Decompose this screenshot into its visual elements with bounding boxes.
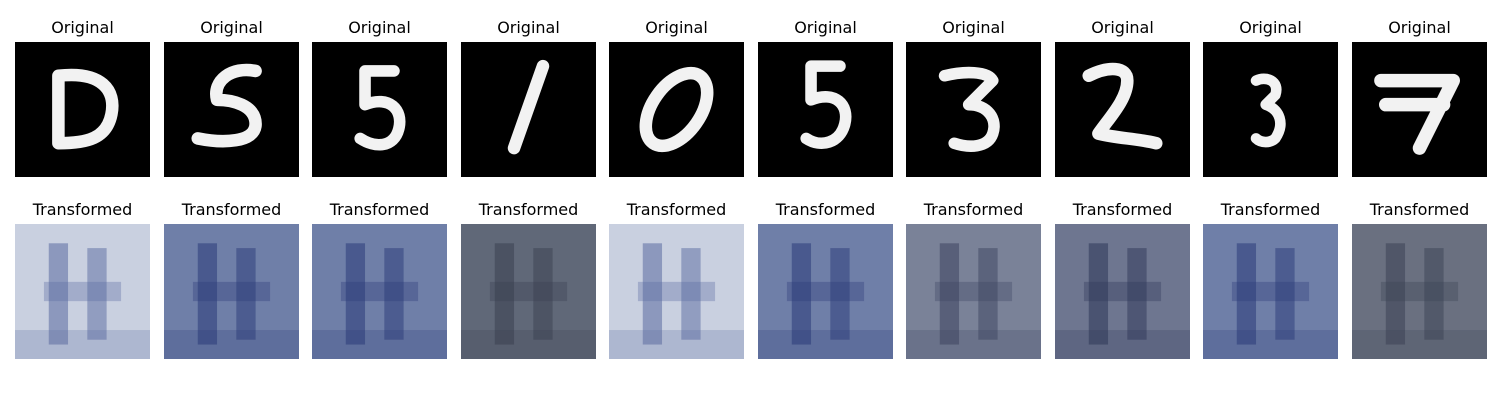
panel-transformed: Transformed <box>461 200 596 360</box>
panel-title: Original <box>1091 18 1154 37</box>
panel-title: Original <box>51 18 114 37</box>
digit-image <box>15 42 150 177</box>
transformed-image <box>1203 224 1338 359</box>
panel-original: Original <box>15 18 150 178</box>
digit-image <box>906 42 1041 177</box>
panel-transformed: Transformed <box>609 200 744 360</box>
panel-title: Original <box>200 18 263 37</box>
transformed-image <box>164 224 299 359</box>
transformed-image <box>906 224 1041 359</box>
transformed-image <box>758 224 893 359</box>
digit-image <box>609 42 744 177</box>
digit-image <box>312 42 447 177</box>
panel-transformed: Transformed <box>15 200 150 360</box>
panel-title: Transformed <box>923 200 1024 219</box>
panel-original: Original <box>906 18 1041 178</box>
panel-title: Transformed <box>1369 200 1470 219</box>
panel-original: Original <box>1055 18 1190 178</box>
panel-title: Transformed <box>775 200 876 219</box>
panel-title: Transformed <box>478 200 579 219</box>
panel-original: Original <box>164 18 299 178</box>
transformed-row: Transformed Transformed Transformed Tran… <box>0 200 1500 360</box>
panel-original: Original <box>1352 18 1487 178</box>
digit-image <box>164 42 299 177</box>
digit-image <box>1352 42 1487 177</box>
panel-title: Original <box>1239 18 1302 37</box>
transformed-image <box>609 224 744 359</box>
transformed-image <box>461 224 596 359</box>
transformed-image <box>1055 224 1190 359</box>
panel-title: Original <box>794 18 857 37</box>
digit-image <box>1203 42 1338 177</box>
panel-transformed: Transformed <box>1352 200 1487 360</box>
panel-transformed: Transformed <box>906 200 1041 360</box>
panel-title: Original <box>348 18 411 37</box>
panel-original: Original <box>461 18 596 178</box>
digit-image <box>1055 42 1190 177</box>
transformed-image <box>1352 224 1487 359</box>
panel-transformed: Transformed <box>1203 200 1338 360</box>
transformed-image <box>15 224 150 359</box>
panel-title: Transformed <box>329 200 430 219</box>
panel-transformed: Transformed <box>312 200 447 360</box>
digit-image <box>461 42 596 177</box>
panel-title: Transformed <box>626 200 727 219</box>
panel-original: Original <box>758 18 893 178</box>
panel-title: Transformed <box>32 200 133 219</box>
panel-original: Original <box>1203 18 1338 178</box>
original-row: Original Original Original Original Orig… <box>0 18 1500 178</box>
panel-title: Transformed <box>1220 200 1321 219</box>
panel-original: Original <box>609 18 744 178</box>
transformed-image <box>312 224 447 359</box>
panel-transformed: Transformed <box>1055 200 1190 360</box>
panel-title: Original <box>1388 18 1451 37</box>
digit-image <box>758 42 893 177</box>
panel-title: Original <box>497 18 560 37</box>
panel-title: Original <box>645 18 708 37</box>
panel-title: Transformed <box>1072 200 1173 219</box>
panel-title: Original <box>942 18 1005 37</box>
panel-transformed: Transformed <box>164 200 299 360</box>
panel-original: Original <box>312 18 447 178</box>
panel-title: Transformed <box>181 200 282 219</box>
panel-transformed: Transformed <box>758 200 893 360</box>
